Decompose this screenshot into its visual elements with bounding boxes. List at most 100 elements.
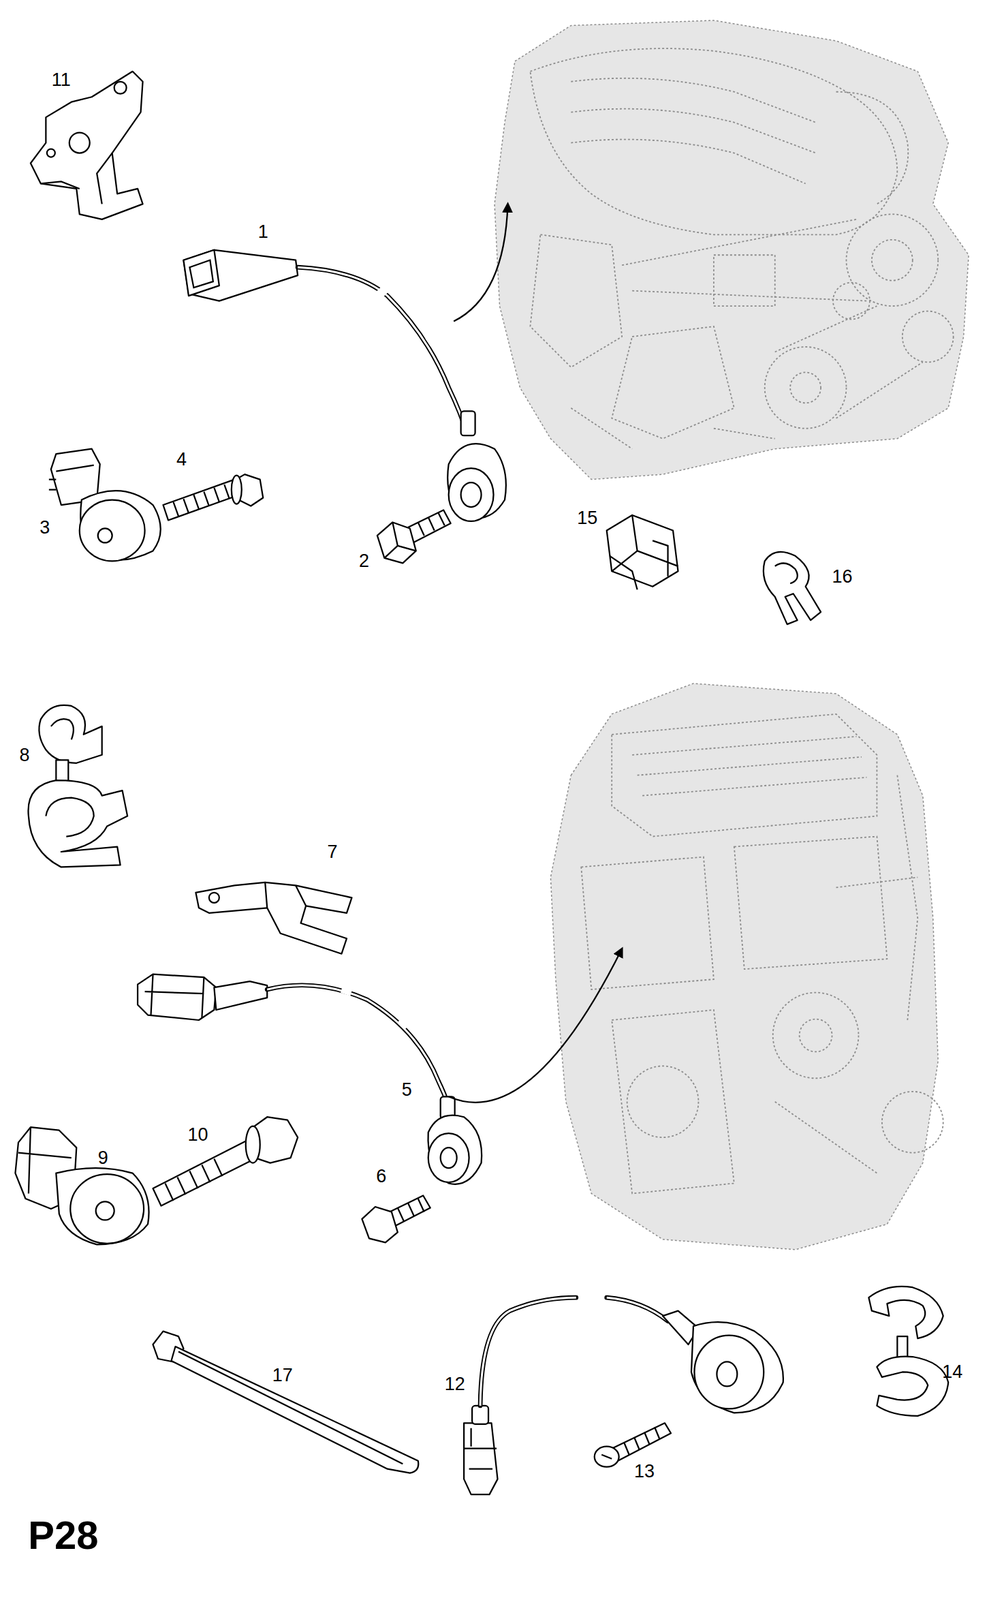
bolt [153,1116,299,1205]
cable-clip [868,1285,943,1338]
knock-sensor [189,260,213,288]
bolt [377,521,417,563]
bolt [418,512,445,536]
callout-number: 8 [17,744,31,765]
knock-sensor [440,1147,458,1168]
knock-sensor [79,499,146,562]
knock-sensor [606,1296,669,1321]
engine-illustration [833,282,870,320]
pointer-arrow [453,203,508,321]
engine-illustration [570,254,775,449]
bracket [195,882,352,954]
engine-illustration [882,1091,944,1153]
bolt [594,1422,671,1466]
knock-sensor [463,1422,498,1494]
cable-clip [38,704,102,763]
bolt [245,1125,261,1163]
pointer-arrow [448,948,622,1103]
bolt [384,521,416,558]
engine-illustration [611,876,918,1193]
bolt [163,474,264,520]
engine-illustration [764,346,847,429]
knock-sensor [428,1132,470,1182]
knock-sensor [297,267,468,434]
knock-sensor [183,249,219,296]
engine-illustration [550,683,938,1250]
knock-sensor [55,1167,149,1244]
knock-sensor [213,980,268,1010]
knock-sensor [379,288,437,349]
knock-sensor [137,974,216,1020]
cable-clip [51,718,74,740]
cable-clip [55,759,69,782]
callout-number: 17 [271,1364,295,1385]
bolt [165,1158,223,1201]
engine-illustration [529,48,898,235]
cable-tie [153,1330,419,1473]
knock-sensor [70,1173,144,1244]
engine-illustration [570,78,816,184]
engine-illustration [627,1065,699,1137]
cable-tie [170,1345,419,1473]
knock-sensor [480,1296,577,1406]
knock-sensor [716,1360,737,1386]
callout-number: 11 [50,69,73,90]
callout-number: 10 [185,1123,210,1144]
bolt [623,1426,660,1454]
knock-sensor [267,984,449,1107]
callout-number: 15 [575,508,599,528]
callout-number: 6 [374,1166,388,1186]
engine-illustration [632,736,867,796]
knock-sensor [461,482,482,507]
callout-number: 16 [830,566,854,586]
knock-sensor [297,267,468,434]
bracket [40,153,113,205]
page-code: P28 [26,1514,100,1556]
engine-illustration [836,91,909,205]
callout-number: 14 [940,1361,964,1382]
engine-illustration [581,836,887,990]
callout-number: 1 [256,221,270,242]
knock-sensor [472,1405,489,1424]
bolt [231,475,242,505]
bracket [30,71,144,220]
engine-illustration [494,20,969,480]
callout-number: 9 [96,1147,110,1168]
cable-clip [876,1356,949,1416]
knock-sensor [463,1296,784,1494]
engine-illustration [846,213,939,306]
callout-number: 13 [632,1460,656,1481]
bracket [30,71,144,220]
cable-clip [763,551,821,624]
callout-number: 3 [38,516,52,537]
callout-number: 4 [175,448,188,469]
cable-clip [609,514,678,590]
cable-clip [868,1285,949,1416]
engine-illustration [790,371,821,403]
engine-illustration [871,239,913,281]
callout-number: 5 [400,1078,414,1099]
bolt [601,1454,612,1459]
knock-sensor [145,974,205,1018]
knock-sensor [96,1200,115,1220]
bolt [163,479,240,521]
knock-sensor [98,527,113,543]
knock-sensor [183,249,506,522]
bolt [594,1446,620,1467]
knock-sensor [480,1296,577,1406]
cable-clip [763,551,821,624]
bolt [173,484,229,516]
knock-sensor [427,1115,482,1184]
bracket [209,892,220,903]
bolt [361,1194,430,1242]
cable-clip [45,797,94,837]
cable-clip [897,1335,908,1359]
knock-sensor [341,989,408,1028]
knock-sensor [14,1126,149,1244]
knock-sensor [463,1427,497,1469]
cable-tie [178,1351,403,1464]
knock-sensor [183,249,298,302]
engine-illustration [494,20,969,480]
